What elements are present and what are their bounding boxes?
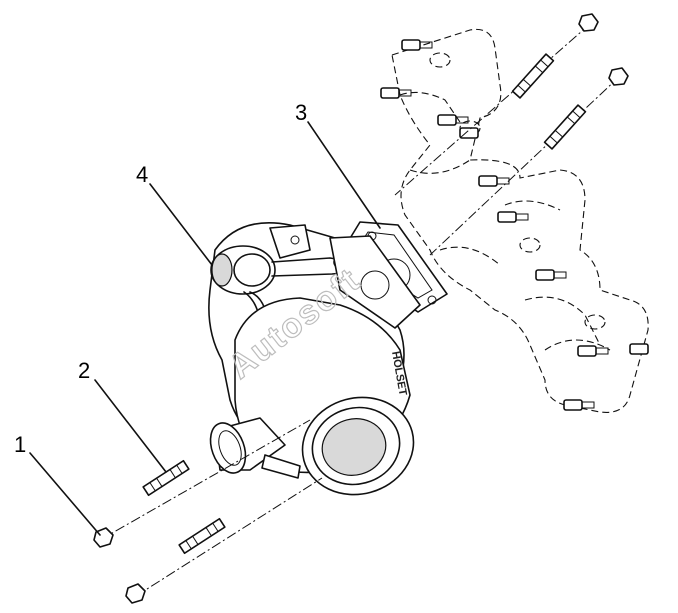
- callout-4: 4: [136, 162, 148, 187]
- lower-stud-nut-set: [93, 419, 323, 604]
- leader-lines: [29, 121, 381, 536]
- stud-2: [142, 459, 226, 555]
- manifold-bolts: [380, 39, 649, 411]
- exhaust-manifold: [380, 28, 649, 413]
- nut-1: [93, 527, 146, 604]
- callout-1: 1: [14, 432, 26, 457]
- callout-3: 3: [295, 100, 307, 125]
- turbocharger: HOLSET: [208, 222, 421, 496]
- compressor-outlet: [209, 417, 286, 474]
- upper-stud-nut-set: [394, 13, 629, 256]
- callout-2: 2: [78, 358, 90, 383]
